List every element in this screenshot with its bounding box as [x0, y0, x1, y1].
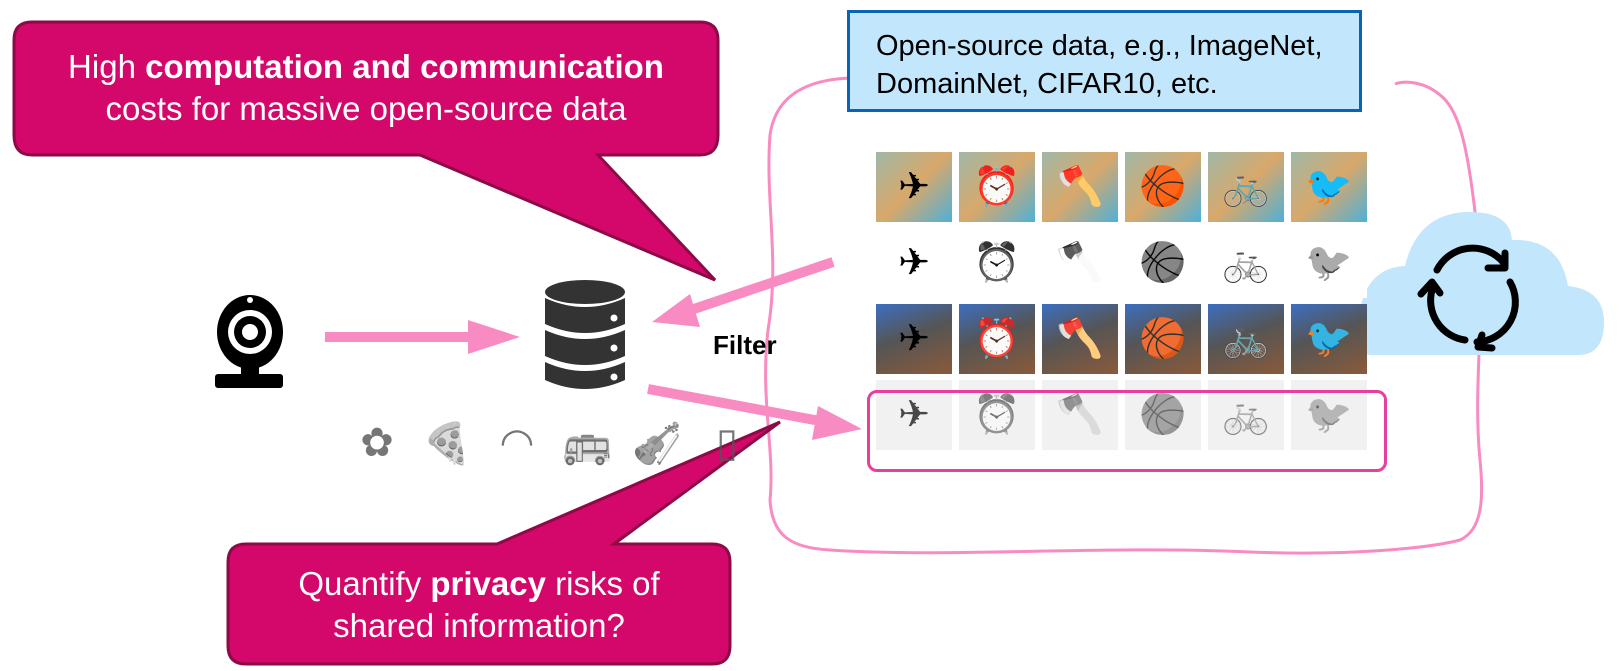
grid-tile-painting-axe: 🪓 axe — [1042, 152, 1118, 222]
airplane-icon: ✈ — [898, 394, 930, 436]
local-sample-jar: ▯ — [715, 421, 738, 465]
grid-tile-quickdraw-axe: 🪓 axe — [1042, 228, 1118, 298]
local-sample-flower: ✿ — [360, 421, 394, 465]
grid-tile-label: airplane — [876, 362, 952, 372]
grid-tile-label: bird — [1291, 210, 1367, 220]
grid-tile-label: bicycle — [1208, 210, 1284, 220]
grid-tile-real-airplane: ✈ airplane — [876, 304, 952, 374]
grid-tile-real-axe: 🪓 axe — [1042, 304, 1118, 374]
grid-tile-label: alarm clock — [959, 286, 1035, 296]
webcam-icon — [215, 295, 283, 388]
grid-tile-label: bird — [1291, 286, 1367, 296]
arrow-opensource-to-database — [652, 257, 835, 327]
grid-tile-painting-bird: 🐦 bird — [1291, 152, 1367, 222]
basketball-icon: 🏀 — [1139, 318, 1187, 360]
selected-sketch-row-highlight — [867, 390, 1387, 472]
alarm-clock-icon: ⏰ — [973, 166, 1021, 208]
bird-icon: 🐦 — [1305, 394, 1353, 436]
grid-tile-label: bird — [1291, 362, 1367, 372]
airplane-icon: ✈ — [898, 318, 930, 360]
grid-tile-label: bicycle — [1208, 286, 1284, 296]
grid-tile-label: bicycle — [1208, 362, 1284, 372]
alarm-clock-icon: ⏰ — [973, 242, 1021, 284]
grid-tile-label: basketball — [1125, 286, 1201, 296]
filter-label: Filter — [713, 330, 777, 360]
bicycle-icon: 🚲 — [1222, 394, 1270, 436]
airplane-icon: ✈ — [898, 242, 930, 284]
grid-tile-label: airplane — [876, 286, 952, 296]
local-sample-cello: 🎻 — [632, 421, 682, 466]
callout-privacy: Quantify privacy risks of shared informa… — [228, 563, 730, 647]
callout-top-shape — [12, 20, 720, 282]
arrow-webcam-to-database — [325, 320, 520, 354]
local-sample-bracelet: ◠ — [499, 421, 535, 465]
grid-tile-painting-basketball: 🏀 basketball — [1125, 152, 1201, 222]
local-sample-pizza: 🍕 — [422, 421, 472, 466]
callout-privacy-line1: Quantify privacy risks of — [298, 565, 660, 602]
callout-privacy-line2: shared information? — [333, 607, 625, 644]
grid-tile-real-bird: 🐦 bird — [1291, 304, 1367, 374]
grid-tile-quickdraw-airplane: ✈ airplane — [876, 228, 952, 298]
basketball-icon: 🏀 — [1139, 242, 1187, 284]
callout-cost: High computation and communication costs… — [14, 46, 718, 130]
info-line1: Open-source data, e.g., ImageNet, — [876, 30, 1323, 62]
bicycle-icon: 🚲 — [1222, 242, 1270, 284]
grid-tile-quickdraw-bird: 🐦 bird — [1291, 228, 1367, 298]
grid-tile-label: basketball — [1125, 362, 1201, 372]
callout-cost-line1: High computation and communication — [68, 48, 664, 85]
open-source-info-box: Open-source data, e.g., ImageNet, Domain… — [847, 10, 1362, 112]
axe-icon: 🪓 — [1056, 242, 1104, 284]
callout-cost-line2: costs for massive open-source data — [105, 90, 627, 127]
cloud-sync-icon — [1358, 212, 1604, 355]
bicycle-icon: 🚲 — [1222, 166, 1270, 208]
grid-tile-painting-airplane: ✈ airplane — [876, 152, 952, 222]
info-line2: DomainNet, CIFAR10, etc. — [876, 68, 1218, 100]
grid-tile-label: axe — [1042, 362, 1118, 372]
bird-icon: 🐦 — [1305, 242, 1353, 284]
grid-tile-quickdraw-basketball: 🏀 basketball — [1125, 228, 1201, 298]
database-icon — [545, 280, 625, 389]
grid-tile-real-bicycle: 🚲 bicycle — [1208, 304, 1284, 374]
axe-icon: 🪓 — [1056, 318, 1104, 360]
bird-icon: 🐦 — [1305, 318, 1353, 360]
alarm-clock-icon: ⏰ — [973, 394, 1021, 436]
grid-tile-label: airplane — [876, 210, 952, 220]
grid-tile-painting-alarm-clock: ⏰ alarm clock — [959, 152, 1035, 222]
grid-tile-label: alarm clock — [959, 210, 1035, 220]
grid-tile-quickdraw-alarm-clock: ⏰ alarm clock — [959, 228, 1035, 298]
airplane-icon: ✈ — [898, 166, 930, 208]
grid-tile-label: axe — [1042, 286, 1118, 296]
grid-tile-label: basketball — [1125, 210, 1201, 220]
local-samples-strip: ✿ 🍕 ◠ 🚌 🎻 ▯ — [346, 412, 758, 474]
grid-tile-quickdraw-bicycle: 🚲 bicycle — [1208, 228, 1284, 298]
bird-icon: 🐦 — [1305, 166, 1353, 208]
grid-tile-real-alarm-clock: ⏰ alarm clock — [959, 304, 1035, 374]
grid-tile-label: axe — [1042, 210, 1118, 220]
grid-tile-painting-bicycle: 🚲 bicycle — [1208, 152, 1284, 222]
basketball-icon: 🏀 — [1139, 394, 1187, 436]
local-sample-bus: 🚌 — [562, 421, 612, 466]
grid-tile-label: alarm clock — [959, 362, 1035, 372]
grid-tile-real-basketball: 🏀 basketball — [1125, 304, 1201, 374]
arrow-database-to-selection — [647, 384, 862, 440]
callout-bottom-shape — [226, 420, 781, 666]
open-source-image-grid: ✈ airplane ⏰ alarm clock 🪓 axe 🏀 basketball 🚲 bic… — [876, 152, 1367, 450]
alarm-clock-icon: ⏰ — [973, 318, 1021, 360]
bicycle-icon: 🚲 — [1222, 318, 1270, 360]
axe-icon: 🪓 — [1056, 394, 1104, 436]
axe-icon: 🪓 — [1056, 166, 1104, 208]
basketball-icon: 🏀 — [1139, 166, 1187, 208]
